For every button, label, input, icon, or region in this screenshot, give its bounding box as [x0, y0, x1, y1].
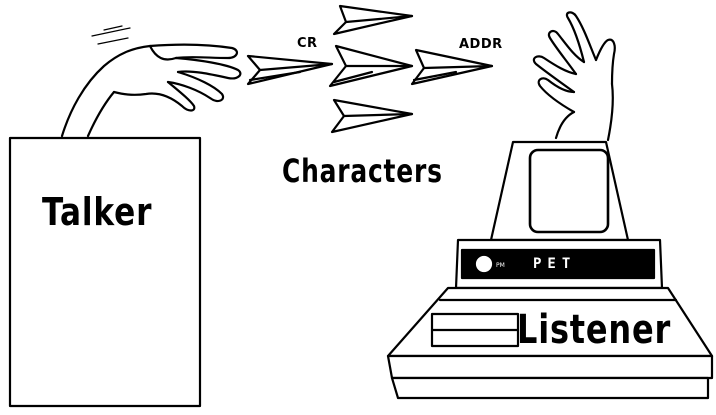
paper-plane-icon — [330, 46, 412, 86]
paper-plane-icon — [412, 50, 492, 84]
pet-label: PET — [533, 256, 576, 272]
brand-label: PM — [496, 262, 505, 269]
talker-hand-icon — [62, 26, 240, 136]
listener-label: Listener — [517, 307, 671, 353]
talker-box-icon — [10, 138, 200, 406]
paper-plane-icon — [334, 6, 412, 34]
listener-hand-icon — [534, 12, 615, 140]
addr-label: ADDR — [459, 37, 503, 52]
cr-label: CR — [297, 36, 318, 51]
talker-label: Talker — [42, 190, 152, 234]
paper-plane-icon — [248, 56, 332, 84]
characters-label: Characters — [282, 152, 443, 190]
paper-plane-icon — [332, 100, 412, 132]
